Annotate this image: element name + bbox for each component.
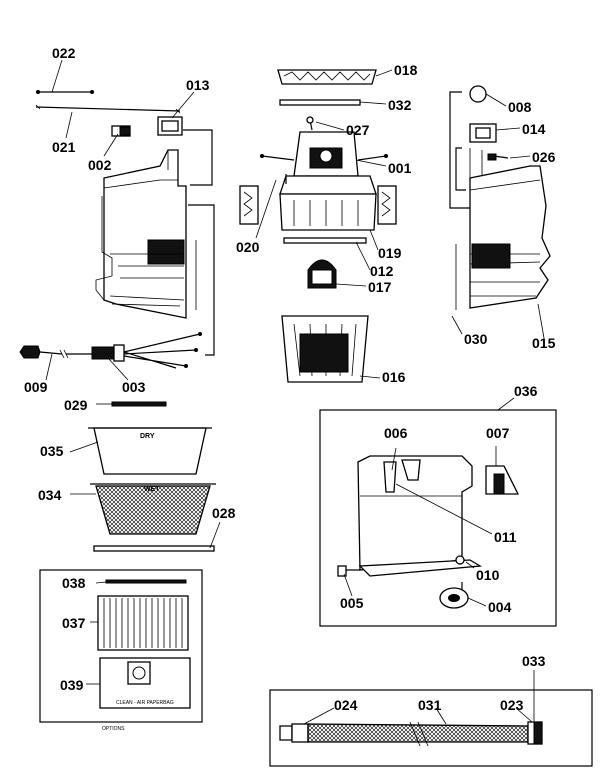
options-box xyxy=(39,569,203,723)
label-023: 023 xyxy=(500,697,524,713)
paperbag-039 xyxy=(99,657,191,709)
label-020: 020 xyxy=(236,239,260,255)
label-016: 016 xyxy=(382,369,406,385)
label-032: 032 xyxy=(388,97,412,113)
label-013: 013 xyxy=(186,77,210,93)
cartridge-filter-037 xyxy=(97,595,189,651)
label-012: 012 xyxy=(370,263,394,279)
label-002: 002 xyxy=(88,157,112,173)
label-019: 019 xyxy=(378,245,402,261)
label-029: 029 xyxy=(64,397,88,413)
gasket-012 xyxy=(283,237,367,244)
label-005: 005 xyxy=(340,595,364,611)
label-006: 006 xyxy=(384,425,408,441)
label-031: 031 xyxy=(418,697,442,713)
label-014: 014 xyxy=(522,121,546,137)
label-004: 004 xyxy=(488,599,512,615)
leader-lines xyxy=(45,59,545,725)
label-007: 007 xyxy=(486,425,510,441)
label-038: 038 xyxy=(62,575,86,591)
label-035: 035 xyxy=(40,443,64,459)
foam-filter-018 xyxy=(277,69,377,85)
base-assembly-box-036 xyxy=(319,409,557,627)
gasket-028 xyxy=(93,545,215,552)
part-labels: 022 021 013 002 018 032 027 001 020 019 … xyxy=(24,45,556,732)
brush-020 xyxy=(239,185,259,225)
label-021: 021 xyxy=(52,139,76,155)
part-029-strip xyxy=(111,401,167,407)
left-housing-half xyxy=(95,129,215,356)
brush-019 xyxy=(377,185,397,225)
label-010: 010 xyxy=(476,567,500,583)
label-037: 037 xyxy=(62,615,86,631)
dry-text: DRY xyxy=(140,433,155,440)
dry-basket-035 xyxy=(88,427,212,475)
switch-parts xyxy=(35,90,183,137)
label-030: 030 xyxy=(464,331,488,347)
label-022: 022 xyxy=(52,45,76,61)
label-024: 024 xyxy=(334,697,358,713)
right-housing-half xyxy=(449,85,551,310)
label-003: 003 xyxy=(122,379,146,395)
options-text: OPTIONS xyxy=(102,726,125,732)
label-033: 033 xyxy=(522,653,546,669)
label-001: 001 xyxy=(388,160,412,176)
label-026: 026 xyxy=(532,149,556,165)
hose-box-033 xyxy=(269,689,593,767)
paperbag-text: CLEAN - AIR PAPERBAG xyxy=(116,700,174,706)
label-034: 034 xyxy=(38,487,62,503)
label-017: 017 xyxy=(368,279,392,295)
gasket-032 xyxy=(279,99,361,106)
label-011: 011 xyxy=(494,529,517,545)
label-008: 008 xyxy=(508,99,532,115)
wet-text: WET xyxy=(144,486,160,493)
label-027: 027 xyxy=(346,122,370,138)
label-036: 036 xyxy=(514,383,538,399)
wet-basket-034 xyxy=(90,483,216,535)
power-cord-assembly xyxy=(19,332,202,369)
label-028: 028 xyxy=(212,505,236,521)
label-009: 009 xyxy=(24,379,48,395)
screw-027 xyxy=(306,116,314,131)
label-018: 018 xyxy=(394,62,418,78)
motor-001 xyxy=(260,131,388,231)
float-017 xyxy=(307,259,337,289)
label-039: 039 xyxy=(60,677,84,693)
label-015: 015 xyxy=(532,335,556,351)
filter-cage-016 xyxy=(281,315,369,383)
